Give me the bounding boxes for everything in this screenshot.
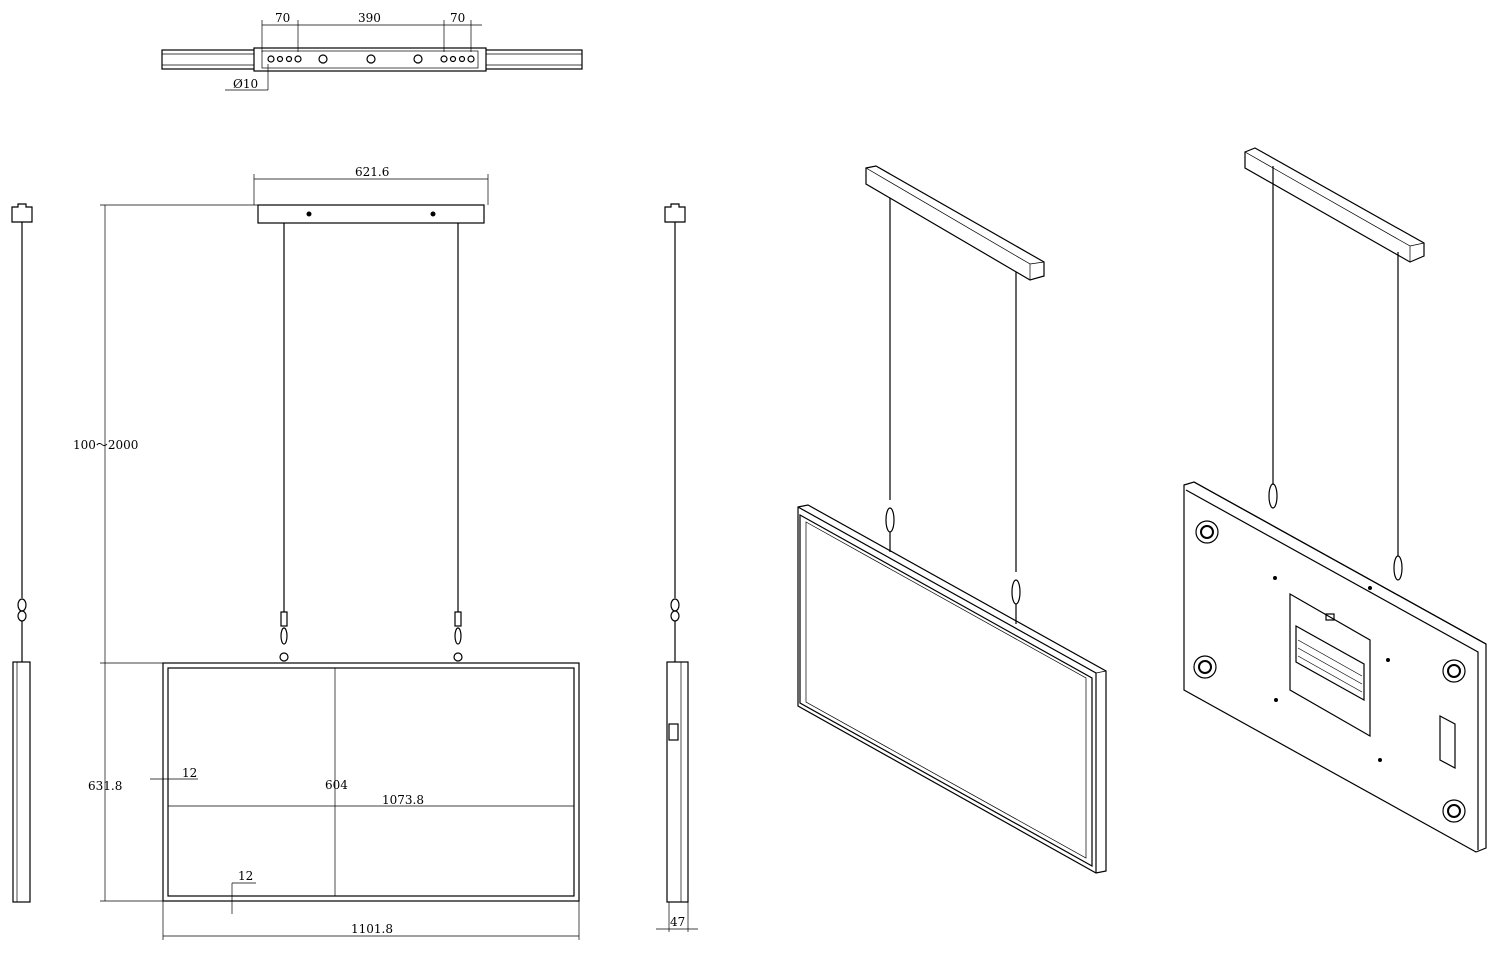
dim-panel-width: 1101.8 <box>351 922 393 936</box>
iso-back-view <box>1183 147 1487 853</box>
front-view <box>100 174 580 940</box>
dim-bezel-bottom: 12 <box>238 869 253 883</box>
dim-bracket-right-hole: 70 <box>450 11 465 25</box>
dim-hole-diameter: Ø10 <box>233 77 258 91</box>
bracket-top-view <box>161 20 583 91</box>
iso-front-view <box>797 165 1107 874</box>
dim-screen-width: 1073.8 <box>382 793 424 807</box>
dim-panel-depth: 47 <box>670 915 685 929</box>
dim-bezel-side: 12 <box>182 766 197 780</box>
right-side-view <box>656 203 698 932</box>
dim-bracket-left-hole: 70 <box>275 11 290 25</box>
dim-hang-range: 100～2000 <box>73 438 138 452</box>
dim-bracket-center: 390 <box>358 11 381 25</box>
dim-bracket-width: 621.6 <box>355 165 389 179</box>
dim-panel-height: 631.8 <box>88 779 122 793</box>
dim-screen-height: 604 <box>325 778 348 792</box>
left-side-view <box>11 203 33 903</box>
